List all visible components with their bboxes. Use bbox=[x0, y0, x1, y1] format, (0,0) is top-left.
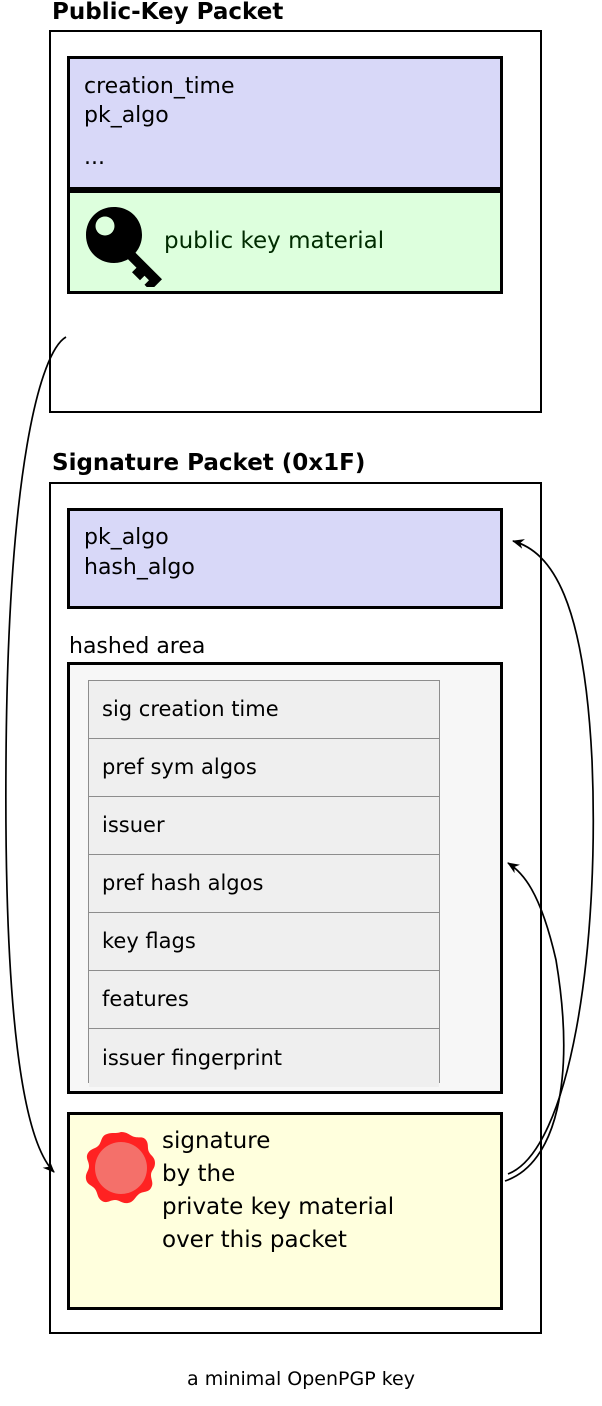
subpacket-row: pref hash algos bbox=[89, 855, 439, 913]
public-key-header-fields-block: creation_time pk_algo ... bbox=[67, 56, 503, 190]
subpacket-label: features bbox=[102, 987, 189, 1011]
subpacket-label: sig creation time bbox=[102, 697, 279, 721]
signature-packet-title: Signature Packet (0x1F) bbox=[52, 450, 366, 476]
subpacket-row: features bbox=[89, 971, 439, 1029]
signature-algo-fields-block: pk_algo hash_algo bbox=[67, 508, 503, 609]
signature-line-4: over this packet bbox=[162, 1227, 347, 1253]
public-key-material-block: public key material bbox=[67, 190, 503, 294]
subpacket-label: pref hash algos bbox=[102, 871, 264, 895]
public-key-material-label: public key material bbox=[164, 228, 385, 254]
subpacket-row: issuer fingerprint bbox=[89, 1029, 439, 1087]
signature-hash-algo-label: hash_algo bbox=[84, 555, 195, 580]
subpacket-label: issuer bbox=[102, 813, 165, 837]
public-key-packet-title: Public-Key Packet bbox=[52, 0, 284, 25]
subpacket-row: key flags bbox=[89, 913, 439, 971]
public-key-pk-algo-label: pk_algo bbox=[84, 103, 169, 128]
subpacket-row: issuer bbox=[89, 797, 439, 855]
hashed-area-box: sig creation time pref sym algos issuer pre… bbox=[67, 662, 503, 1094]
subpacket-label: issuer fingerprint bbox=[102, 1045, 283, 1070]
diagram-caption: a minimal OpenPGP key bbox=[187, 1368, 415, 1390]
signature-pk-algo-label: pk_algo bbox=[84, 525, 169, 550]
public-key-ellipsis-label: ... bbox=[84, 145, 105, 170]
subpacket-row: pref sym algos bbox=[89, 739, 439, 797]
signature-line-1: signature bbox=[162, 1128, 271, 1154]
subpacket-label: pref sym algos bbox=[102, 755, 257, 779]
signature-block: signature by the private key material ov… bbox=[67, 1112, 503, 1310]
subpacket-label: key flags bbox=[102, 929, 196, 953]
signature-line-3: private key material bbox=[162, 1194, 395, 1220]
key-icon bbox=[86, 207, 162, 287]
public-key-creation-time-label: creation_time bbox=[84, 74, 235, 99]
subpacket-list: sig creation time pref sym algos issuer pre… bbox=[88, 680, 440, 1087]
hashed-area-label: hashed area bbox=[69, 634, 206, 659]
signature-line-2: by the bbox=[162, 1161, 236, 1187]
subpacket-row: sig creation time bbox=[89, 681, 439, 739]
wax-seal-icon bbox=[85, 1132, 155, 1204]
